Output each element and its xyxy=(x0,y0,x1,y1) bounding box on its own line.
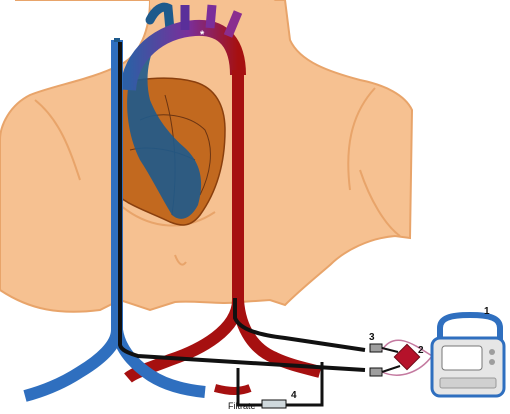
aorta-marker: * xyxy=(200,29,205,41)
right-heart-venous xyxy=(127,2,202,219)
ecmo-console: 1 xyxy=(430,306,506,398)
aortic-arch: * xyxy=(120,4,246,91)
label-1: 1 xyxy=(484,306,490,317)
label-4: 4 xyxy=(291,390,297,401)
label-filtrate: Filtrate xyxy=(228,401,256,411)
arterial-cannula xyxy=(233,298,366,352)
label-3: 3 xyxy=(369,332,375,343)
filtration-loop: Filtrate 4 xyxy=(228,362,324,411)
connectors: 3 xyxy=(369,332,383,377)
venous-cannula xyxy=(118,42,366,372)
oxygenator: 2 xyxy=(381,339,434,376)
hemofilter xyxy=(261,399,287,409)
label-2: 2 xyxy=(418,345,424,356)
